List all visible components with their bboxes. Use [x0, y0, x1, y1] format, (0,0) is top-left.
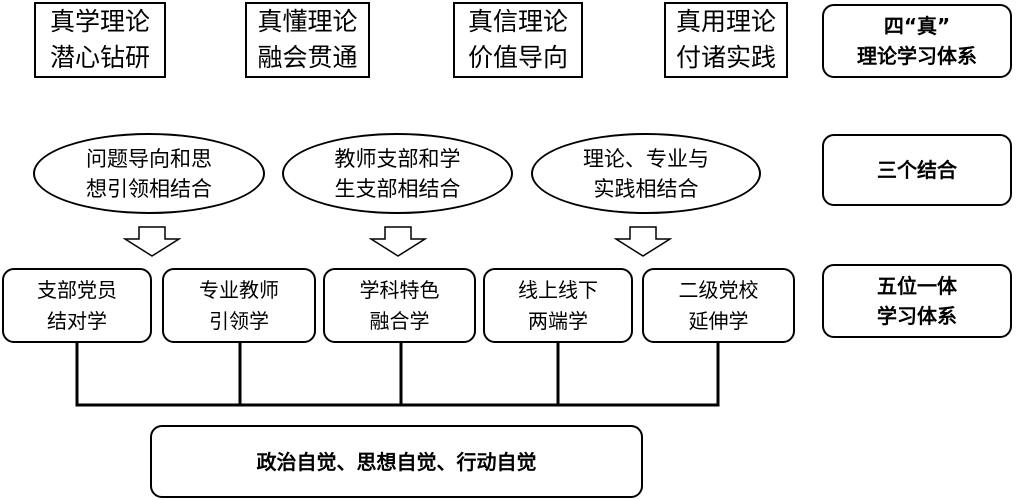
five-in-one-box-4: 线上线下 两端学: [483, 268, 633, 343]
combination-1-line2: 想引领相结合: [86, 176, 212, 201]
five-in-one-1-line1: 支部党员: [37, 277, 117, 302]
five-in-one-box-2: 专业教师 引领学: [162, 268, 316, 343]
principle-1-line1: 真学理论: [49, 7, 150, 36]
down-arrow-icon: [123, 226, 181, 257]
category-four-truths: 四“真” 理论学习体系: [822, 4, 1012, 78]
five-in-one-3-line2: 融合学: [369, 308, 430, 333]
five-in-one-2-line2: 引领学: [209, 308, 269, 333]
five-in-one-3-line1: 学科特色: [359, 277, 440, 302]
category-3-line2: 学习体系: [877, 304, 957, 328]
principle-box-3: 真信理论 价值导向: [453, 2, 583, 78]
outcome-box: 政治自觉、思想自觉、行动自觉: [150, 425, 643, 498]
five-in-one-2-line1: 专业教师: [199, 277, 279, 302]
five-in-one-box-5: 二级党校 延伸学: [642, 268, 795, 343]
combination-2-line1: 教师支部和学: [334, 146, 461, 171]
principle-2-line1: 真懂理论: [257, 7, 358, 36]
principle-3-line2: 价值导向: [467, 43, 568, 72]
outcome-text: 政治自觉、思想自觉、行动自觉: [256, 449, 537, 474]
combination-1-line1: 问题导向和思: [86, 146, 212, 171]
down-arrow-icon: [614, 226, 672, 257]
five-in-one-5-line1: 二级党校: [678, 277, 759, 302]
five-in-one-box-3: 学科特色 融合学: [323, 268, 476, 343]
category-3-line1: 五位一体: [877, 274, 957, 298]
five-in-one-box-1: 支部党员 结对学: [2, 268, 152, 343]
principle-1-line2: 潜心钻研: [49, 43, 150, 72]
combination-3-line2: 实践相结合: [593, 176, 699, 201]
five-in-one-4-line2: 两端学: [528, 308, 588, 333]
principle-box-4: 真用理论 付诸实践: [664, 2, 788, 78]
category-five-in-one: 五位一体 学习体系: [822, 264, 1012, 338]
combination-ellipse-1: 问题导向和思 想引领相结合: [33, 133, 265, 214]
principle-3-line1: 真信理论: [467, 7, 568, 36]
combination-ellipse-2: 教师支部和学 生支部相结合: [282, 133, 513, 214]
category-three-combinations: 三个结合: [822, 134, 1012, 206]
principle-4-line2: 付诸实践: [675, 43, 776, 72]
five-in-one-1-line2: 结对学: [47, 308, 107, 333]
combination-ellipse-3: 理论、专业与 实践相结合: [531, 133, 761, 214]
category-1-line2: 理论学习体系: [857, 44, 977, 68]
principle-2-line2: 融会贯通: [257, 43, 358, 72]
category-2-line1: 三个结合: [877, 158, 957, 182]
five-in-one-5-line2: 延伸学: [688, 308, 749, 333]
principle-4-line1: 真用理论: [675, 7, 776, 36]
combination-3-line1: 理论、专业与: [583, 146, 709, 171]
principle-box-1: 真学理论 潜心钻研: [34, 2, 166, 78]
five-in-one-4-line1: 线上线下: [518, 277, 598, 302]
principle-box-2: 真懂理论 融会贯通: [245, 2, 370, 78]
down-arrow-icon: [369, 226, 427, 257]
category-1-line1: 四“真”: [883, 14, 951, 38]
combination-2-line2: 生支部相结合: [334, 176, 461, 201]
